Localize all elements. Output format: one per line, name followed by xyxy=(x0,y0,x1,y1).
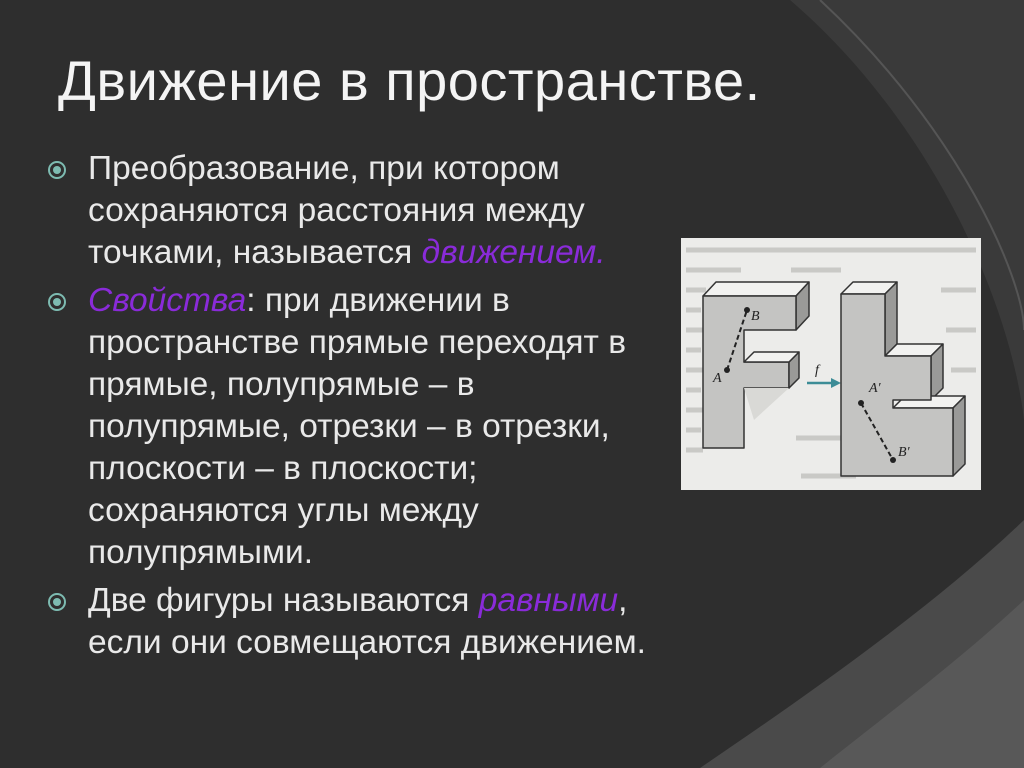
image-figure xyxy=(840,281,966,477)
highlighted-term: равными xyxy=(478,582,619,619)
bullet-item-definition: Преобразование, при котором сохраняются … xyxy=(48,148,668,274)
segment-a-prime-b-prime xyxy=(858,400,896,463)
bullet-item-properties: Свойства: при движении в пространстве пр… xyxy=(48,280,668,574)
bullet-marker-icon xyxy=(48,161,66,179)
background-text-lines xyxy=(686,247,976,479)
bullet-text: : при движении в пространстве прямые пер… xyxy=(88,282,626,571)
label-point-b: B xyxy=(751,309,760,324)
bullet-text: Две фигуры называются xyxy=(88,582,479,619)
mapping-arrow-icon xyxy=(807,378,841,388)
label-mapping-f: f xyxy=(815,363,821,378)
slide-title: Движение в пространстве. xyxy=(58,49,761,112)
label-point-a: A xyxy=(712,371,722,386)
label-point-a-prime: A′ xyxy=(868,381,882,396)
bullet-marker-icon xyxy=(48,593,66,611)
highlighted-term: движением. xyxy=(421,234,606,271)
highlighted-term: Свойства xyxy=(88,282,247,319)
motion-illustration: A B f A′ B′ xyxy=(681,238,981,490)
segment-ab xyxy=(724,307,750,373)
original-figure xyxy=(702,281,810,449)
bullet-item-equal-figures: Две фигуры называются равными, если они … xyxy=(48,580,668,664)
bullet-text: , если они совмещаются движением. xyxy=(88,582,646,661)
bullet-list: Преобразование, при котором сохраняются … xyxy=(48,148,668,670)
bullet-marker-icon xyxy=(48,293,66,311)
bullet-text: Преобразование, при котором сохраняются … xyxy=(88,150,585,271)
label-point-b-prime: B′ xyxy=(898,445,911,460)
